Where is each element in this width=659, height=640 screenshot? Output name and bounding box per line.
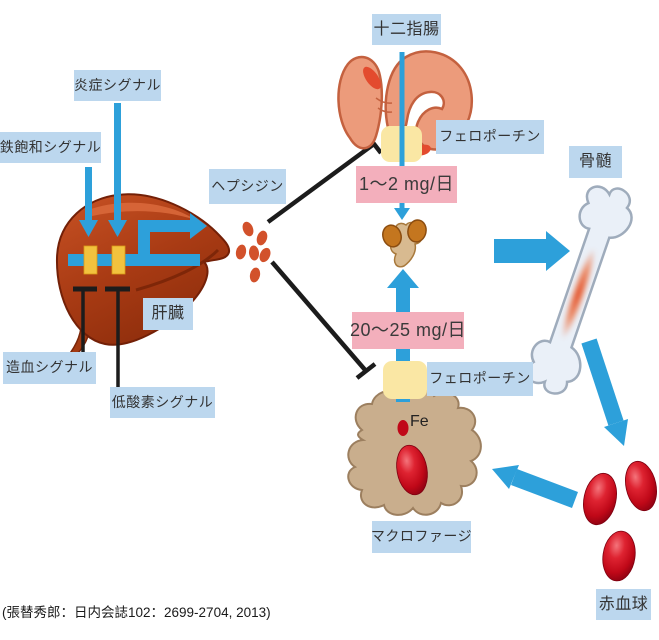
label-ferroportin-macrophage: フェロポーチン — [427, 362, 533, 396]
citation: (張替秀郎：日内会誌102：2699-2704, 2013) — [2, 605, 271, 620]
label-bone-marrow: 骨髄 — [569, 146, 622, 178]
arrow-inflammation-signal — [108, 103, 127, 237]
hepcidin-secretion-arrow — [138, 213, 207, 260]
receptor-left — [83, 245, 98, 275]
label-ferroportin-duodenum: フェロポーチン — [436, 120, 544, 154]
marrow-to-rbc-arrow — [581, 338, 628, 446]
inhibition-tbar-hematopoiesis — [73, 286, 97, 352]
bone-illustration — [525, 185, 633, 395]
label-hepcidin: ヘプシジン — [209, 169, 286, 204]
label-hematopoiesis-signal: 造血シグナル — [3, 352, 96, 384]
duodenum-wrinkles — [375, 97, 393, 113]
label-inflammation-signal: 炎症シグナル — [74, 70, 161, 101]
engulfed-red-blood-cell — [396, 444, 428, 496]
hepcidin-dots — [235, 221, 271, 283]
inhibition-tbar-hypoxia — [105, 286, 130, 387]
label-absorption-rate: 1～2 mg/日 — [356, 166, 457, 203]
label-iron-saturation-signal: 鉄飽和シグナル — [0, 132, 101, 163]
label-fe: Fe — [410, 413, 429, 430]
label-red-blood-cell: 赤血球 — [596, 589, 651, 620]
red-blood-cells — [583, 460, 657, 582]
label-hypoxia-signal: 低酸素シグナル — [110, 387, 215, 418]
macrophage-illustration — [347, 387, 482, 516]
label-duodenum: 十二指腸 — [372, 14, 441, 45]
label-recycling-rate: 20～25 mg/日 — [350, 312, 466, 349]
inhibition-line-macrophage — [270, 260, 377, 380]
ferroportin-channel-macrophage — [383, 361, 427, 399]
bone-marrow-streak — [561, 248, 596, 340]
transferrin-iron-illustration — [382, 219, 427, 268]
arrow-iron-saturation-signal — [79, 167, 98, 237]
receptor-right — [111, 245, 126, 275]
iron-to-marrow-arrow — [494, 231, 570, 271]
label-liver: 肝臓 — [143, 298, 193, 330]
liver-lobe-line — [135, 248, 220, 292]
duodenum-red-accent-top — [363, 66, 381, 90]
rbc-to-macrophage-arrow — [492, 465, 578, 508]
liver-membrane-bar — [68, 254, 200, 266]
label-macrophage: マクロファージ — [371, 521, 472, 553]
iron-dot — [397, 420, 409, 436]
